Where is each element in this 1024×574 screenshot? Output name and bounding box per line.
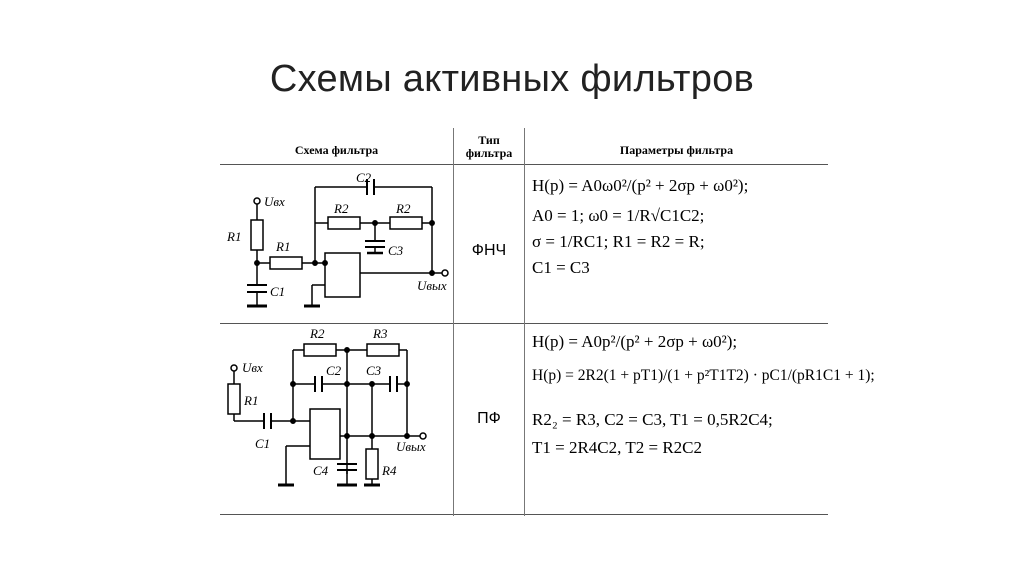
row1-type: ФНЧ	[471, 242, 507, 259]
bpf-formula-2: H(p) = 2R2(1 + pT1)/(1 + p²T1T2) · pC1/(…	[532, 367, 875, 384]
header-params: Параметры фильтра	[619, 143, 734, 157]
lpf-label-c1: C1	[270, 284, 285, 299]
bpf-label-r4: R4	[381, 463, 397, 478]
lpf-label-r1-horizontal: R1	[275, 239, 290, 254]
bpf-label-r3: R3	[372, 326, 388, 341]
bpf-label-c2: C2	[326, 363, 342, 378]
lpf-formula-1: H(p) = A0ω0²/(p² + 2σp + ω0²);	[532, 176, 749, 195]
bpf-formula-3: R2₂ = R3, C2 = C3, T1 = 0,5R2C4;	[532, 410, 773, 429]
row2-type: ПФ	[477, 410, 501, 427]
filter-table: Схема фильтра Тип фильтра Параметры филь…	[220, 128, 875, 516]
lpf-label-r2a: R2	[333, 201, 349, 216]
bpf-label-uout: Uвых	[396, 439, 426, 454]
lpf-label-r1-vertical: R1	[226, 229, 241, 244]
column-divider-1	[453, 128, 454, 516]
column-divider-2	[524, 128, 525, 516]
bpf-label-c3: C3	[366, 363, 382, 378]
header-scheme: Схема фильтра	[294, 143, 379, 157]
slide-title: Схемы активных фильтров	[269, 58, 755, 100]
bpf-formula-1: H(p) = A0p²/(p² + 2σp + ω0²);	[532, 332, 738, 351]
bpf-label-r1: R1	[243, 393, 258, 408]
lpf-label-uout: Uвых	[417, 278, 447, 293]
bpf-label-r2: R2	[309, 326, 325, 341]
lpf-label-r2b: R2	[395, 201, 411, 216]
lpf-formula-4: C1 = C3	[532, 258, 590, 277]
lpf-label-c2: C2	[356, 170, 372, 185]
bpf-label-uin: Uвх	[242, 360, 263, 375]
bpf-label-c4: C4	[313, 463, 329, 478]
bpf-label-c1: C1	[255, 436, 270, 451]
bpf-formula-4: T1 = 2R4C2, T2 = R2C2	[532, 438, 702, 457]
lpf-circuit-diagram: C2 R2 R2 C3 Uвх R1 R1 C1 Uвых	[226, 170, 449, 308]
lpf-formula-2: A0 = 1; ω0 = 1/R√C1C2;	[532, 206, 705, 225]
header-type-line1: Тип	[478, 133, 500, 147]
lpf-label-uin: Uвх	[264, 194, 285, 209]
lpf-formula-3: σ = 1/RC1; R1 = R2 = R;	[532, 232, 705, 251]
lpf-label-c3: C3	[388, 243, 404, 258]
header-type-line2: фильтра	[465, 146, 513, 160]
bpf-circuit-diagram: R2 R3 C2 C3 Uвх R1 C1 Uвых C4 R4	[227, 326, 427, 487]
